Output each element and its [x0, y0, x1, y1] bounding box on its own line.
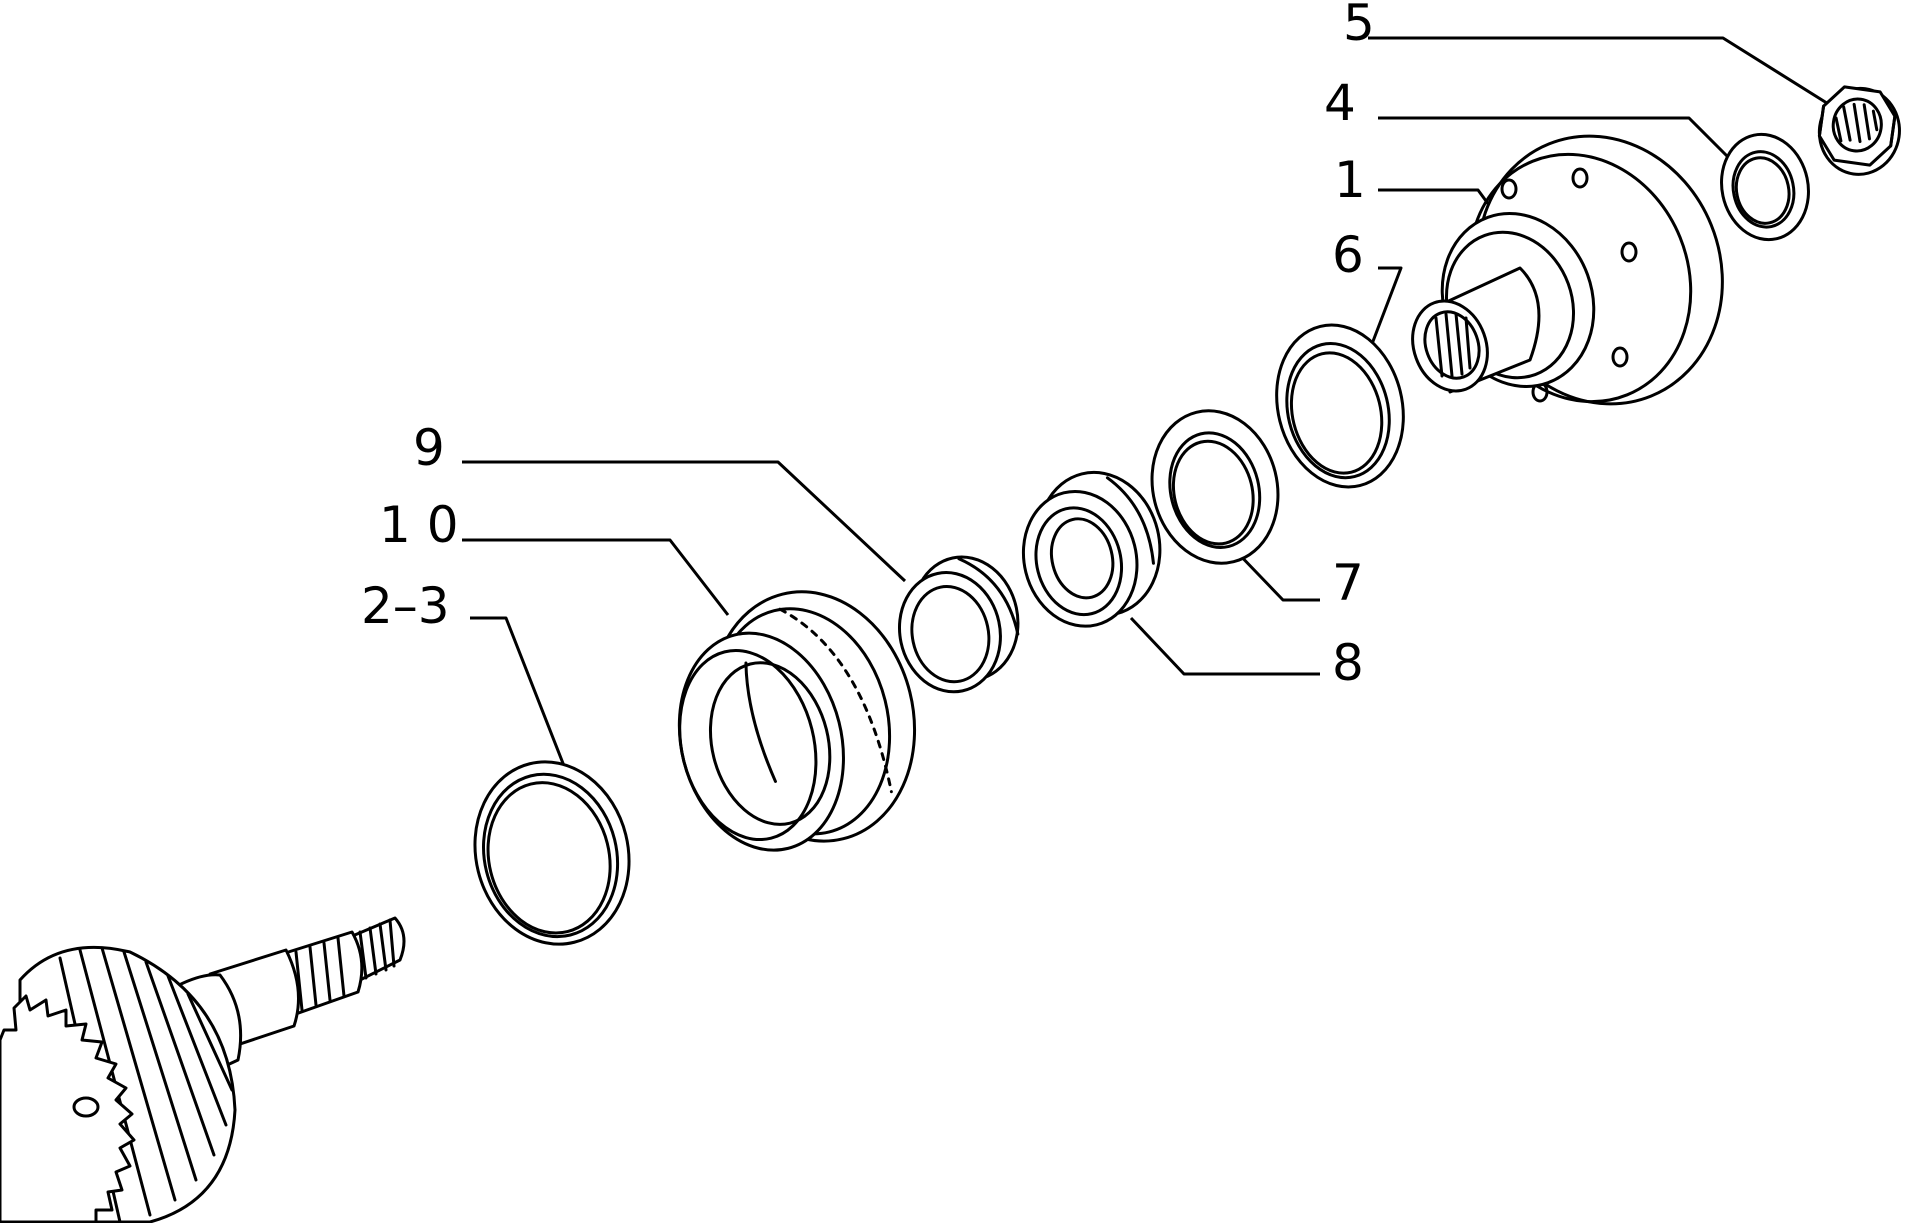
leader-1: [1378, 188, 1502, 221]
callout-8: 8: [1332, 634, 1364, 692]
pinion-shaft-gear: [0, 916, 406, 1223]
hex-nut-part-5: [1817, 85, 1901, 176]
leader-lines: [462, 36, 1831, 772]
callout-1: 1: [1334, 151, 1366, 209]
leader-2-3: [470, 616, 568, 772]
leader-9: [462, 460, 907, 583]
flange-hub-part-1: [1411, 134, 1724, 406]
tapered-bearing-part-10: [677, 590, 917, 852]
leader-7: [1231, 546, 1320, 602]
leader-5: [1368, 36, 1831, 107]
callout-7: 7: [1332, 554, 1364, 612]
washer-part-7: [1150, 409, 1280, 565]
bearing-race-part-9: [897, 555, 1020, 694]
bearing-cup-part-8: [1021, 470, 1162, 628]
leader-8: [1129, 616, 1320, 676]
callout-4: 4: [1324, 74, 1356, 132]
callout-10: 1 0: [379, 496, 459, 554]
callout-6: 6: [1332, 226, 1364, 284]
leader-4: [1378, 116, 1735, 164]
washer-part-6: [1275, 323, 1405, 489]
callout-5: 5: [1343, 0, 1375, 52]
callout-9: 9: [413, 419, 445, 477]
washer-part-4: [1720, 132, 1810, 242]
leader-10: [462, 538, 730, 616]
leader-6: [1365, 266, 1403, 358]
callout-2-3: 2–3: [361, 577, 450, 635]
shim-ring-part-2-3: [473, 760, 631, 946]
